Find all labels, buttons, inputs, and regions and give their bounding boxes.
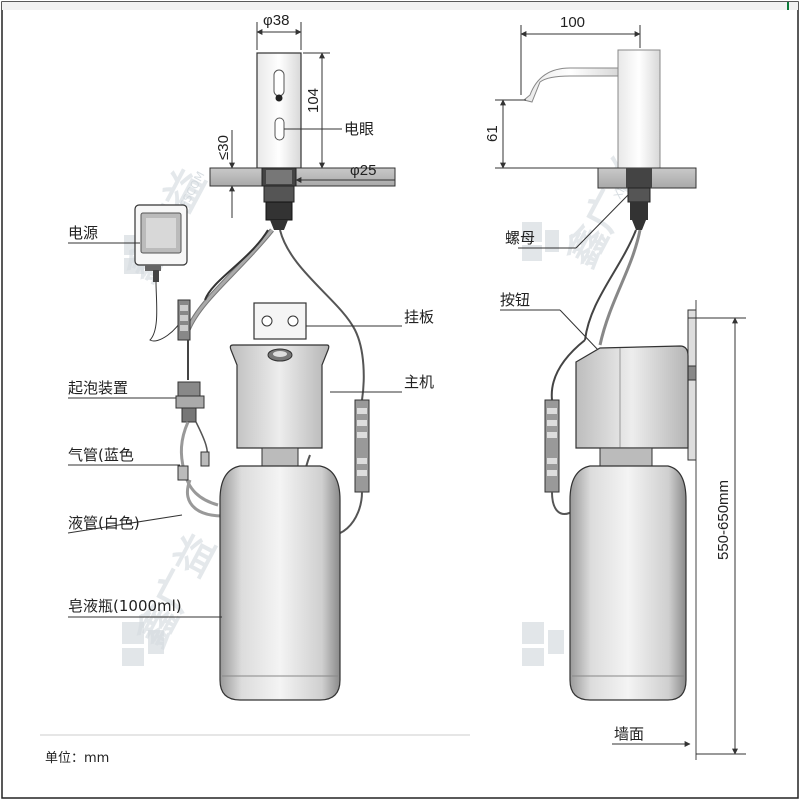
main-unit-side <box>575 345 689 449</box>
shank-tip <box>270 220 288 230</box>
wall-plate <box>687 309 697 461</box>
label-button: 按钮 <box>500 291 530 309</box>
watermark-logo-block <box>148 630 164 654</box>
label-foamer: 起泡装置 <box>68 379 128 397</box>
power-adapter <box>134 204 188 282</box>
cable-side-a <box>584 229 637 341</box>
watermark-logo-block <box>545 230 559 252</box>
counter-top <box>209 167 396 187</box>
frame-top-strip <box>2 2 798 10</box>
hang-plate-hole <box>261 315 273 327</box>
mount-nut-inner <box>266 170 292 184</box>
dim-thickness: ≤30 <box>215 135 232 160</box>
watermark-logo-block <box>122 648 144 666</box>
label-hang-plate: 挂板 <box>404 308 434 326</box>
label-liquid-tube: 液管(白色) <box>68 514 140 532</box>
side-view: 100 61 螺母 按钮 <box>484 14 746 760</box>
unit-note: 单位：mm <box>45 751 109 766</box>
watermark-logo-block <box>548 630 564 654</box>
leader-liquid-tube <box>67 514 183 534</box>
dim-spout-height: 61 <box>484 125 501 142</box>
faucet-slot <box>273 69 285 97</box>
watermark-logo-block <box>122 622 144 644</box>
shank-tip-side <box>632 220 646 230</box>
main-unit <box>229 344 330 449</box>
label-nut: 螺母 <box>505 229 535 247</box>
bottle-neck-side <box>599 447 653 467</box>
hang-plate-hole <box>287 315 299 327</box>
liquid-tube-fitting <box>200 451 210 467</box>
foamer-device <box>175 381 205 423</box>
faucet-spout <box>522 67 619 103</box>
dim-spout-reach: 100 <box>560 14 585 31</box>
label-soap-bottle: 皂液瓶(1000ml) <box>68 597 182 615</box>
label-main-unit: 主机 <box>404 373 434 391</box>
shank-thread <box>265 201 293 221</box>
front-view: φ38 104 ≤30 φ25 电眼 电源 <box>67 12 434 701</box>
cable-side-b <box>598 229 642 346</box>
main-unit-button-top <box>273 351 287 357</box>
dim-hole-diameter: φ25 <box>350 162 376 179</box>
label-sensor: 电眼 <box>344 120 374 138</box>
mount-nut-side <box>626 168 652 188</box>
leader-button-diag <box>559 309 601 353</box>
faucet-side-body <box>617 49 661 169</box>
shank-thread-side <box>630 202 648 220</box>
watermark-logo-block <box>522 222 542 242</box>
soap-bottle <box>219 465 341 701</box>
shank-nut <box>263 185 295 203</box>
label-power: 电源 <box>68 224 98 242</box>
power-cable <box>149 281 183 342</box>
leader-nut-diag <box>575 194 629 249</box>
sensor-window <box>274 117 285 141</box>
label-wall: 墙面 <box>614 725 644 743</box>
dim-install-height: 550-650mm <box>715 480 732 560</box>
shank-nut-side <box>627 187 651 203</box>
cable-side-c <box>550 339 586 401</box>
dim-faucet-height: 104 <box>305 88 322 113</box>
air-tube-fitting <box>177 465 189 481</box>
cable-signal <box>204 229 269 301</box>
label-air-tube: 气管(蓝色 <box>68 446 134 464</box>
cable-gray-core <box>186 229 274 331</box>
soap-bottle-side <box>569 465 687 701</box>
dim-faucet-diameter: φ38 <box>263 12 289 29</box>
faucet-dot <box>275 94 283 102</box>
watermark-logo-block <box>522 622 544 644</box>
watermark-logo-block <box>522 648 544 666</box>
bottle-neck <box>261 447 299 467</box>
watermark-logo-block <box>522 245 542 261</box>
